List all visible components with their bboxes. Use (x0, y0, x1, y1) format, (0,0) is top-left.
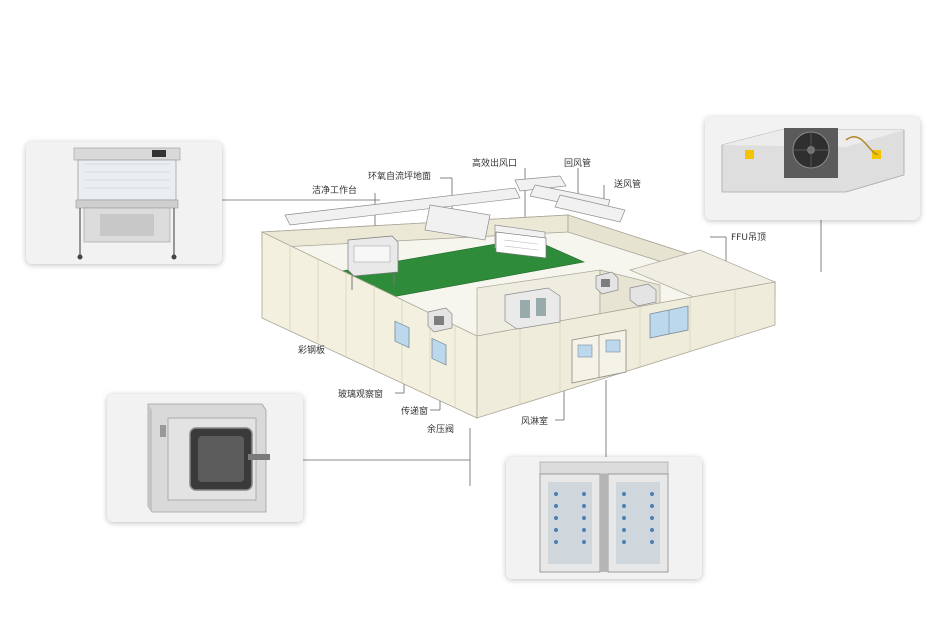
label-pass-box: 传递窗 (401, 405, 428, 417)
label-pressure-damper: 余压阀 (427, 423, 454, 435)
observation-window-1 (394, 320, 410, 349)
label-color-steel-panel: 彩钢板 (298, 344, 325, 356)
label-supply-duct: 送风管 (614, 178, 641, 190)
label-self-leveling-floor: 环氧自流坪地面 (368, 170, 431, 182)
hepa-outlet-model (495, 231, 547, 259)
label-ffu-ceiling: FFU吊顶 (731, 232, 766, 243)
label-clean-bench: 洁净工作台 (312, 184, 357, 196)
label-glass-window: 玻璃观察窗 (338, 388, 383, 400)
pass-box-model (427, 307, 453, 333)
clean-bench-model (347, 235, 399, 290)
equipment-unit (504, 287, 561, 330)
equipment-unit-2 (629, 283, 657, 307)
cleanroom-model (260, 175, 777, 419)
label-hepa-outlet: 高效出风口 (472, 157, 517, 169)
ffu-unit-photo (705, 117, 920, 220)
air-shower-photo (506, 457, 702, 579)
clean-bench-photo (26, 142, 222, 264)
labels: 洁净工作台 环氧自流坪地面 高效出风口 回风管 送风管 FFU吊顶 彩钢板 玻璃… (298, 157, 766, 435)
pass-box-photo (107, 394, 303, 522)
label-air-shower: 风淋室 (521, 415, 548, 427)
observation-window-2 (431, 337, 447, 366)
label-return-duct: 回风管 (564, 157, 591, 169)
pass-box-model-2 (595, 271, 619, 295)
